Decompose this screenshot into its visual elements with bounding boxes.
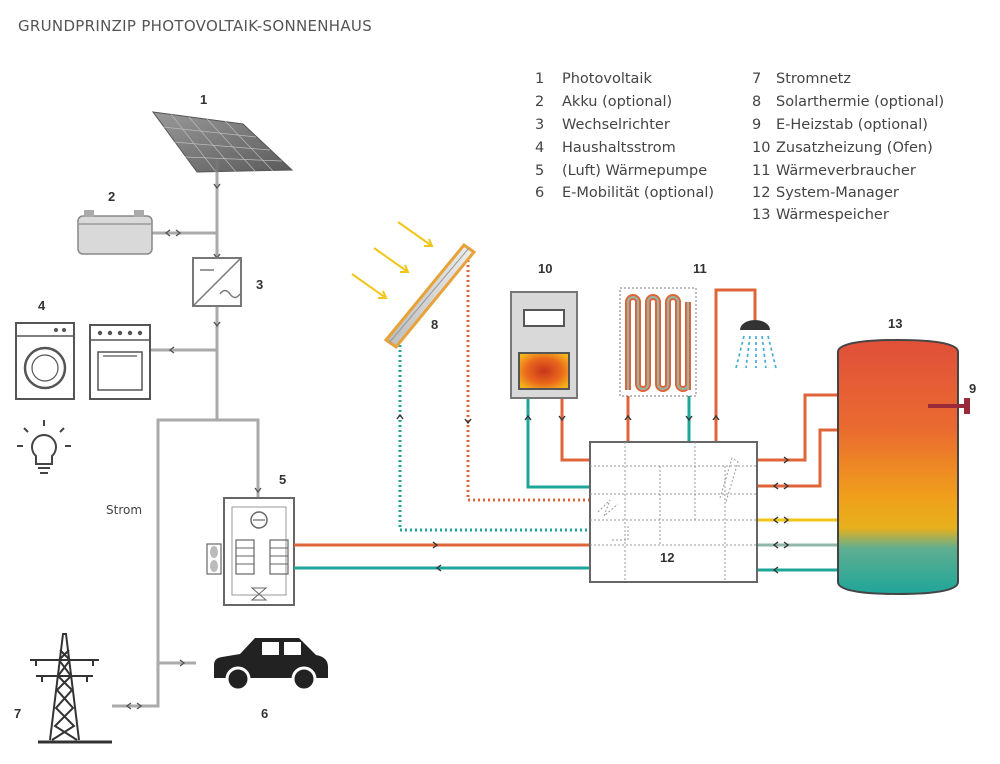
svg-text:5: 5 — [535, 163, 544, 179]
legend-item: 3 Wechselrichter — [535, 117, 670, 133]
pipe-tank-top — [757, 393, 838, 462]
oven-icon — [89, 324, 151, 400]
label-9: 9 — [969, 381, 976, 396]
label-11: 11 — [693, 261, 707, 276]
svg-text:E-Mobilität (optional): E-Mobilität (optional) — [562, 185, 714, 201]
label-3: 3 — [256, 277, 263, 292]
fan-icon — [206, 543, 222, 575]
electric-arrows — [125, 183, 262, 710]
svg-text:2: 2 — [535, 94, 544, 110]
label-13: 13 — [888, 316, 902, 331]
legend-item: 13 Wärmespeicher — [752, 207, 889, 223]
legend-item: 6 E-Mobilität (optional) — [535, 185, 714, 201]
washing-machine-icon — [15, 322, 75, 400]
legend-item: 9 E-Heizstab (optional) — [752, 117, 928, 133]
solar-panel-icon — [151, 111, 294, 173]
legend-item: 8 Solarthermie (optional) — [752, 94, 944, 110]
svg-text:1: 1 — [535, 71, 544, 87]
svg-text:10: 10 — [752, 140, 770, 156]
strom-label: Strom — [106, 503, 142, 517]
heat-storage-tank-icon — [837, 338, 959, 596]
svg-text:Haushaltsstrom: Haushaltsstrom — [562, 140, 676, 156]
legend-item: 4 Haushaltsstrom — [535, 140, 676, 156]
legend: 1 Photovoltaik 2 Akku (optional) 3 Wechselr… — [535, 71, 944, 223]
sun-rays — [351, 221, 434, 299]
svg-text:9: 9 — [752, 117, 761, 133]
heating-rod-icon — [928, 398, 970, 414]
pipe-solar-supply — [466, 255, 590, 502]
heat-pump-icon — [206, 497, 295, 606]
light-bulb-icon — [17, 420, 71, 474]
stove-icon — [510, 291, 578, 399]
svg-text:7: 7 — [752, 71, 761, 87]
power-pylon-icon — [30, 633, 112, 744]
car-icon — [214, 638, 328, 692]
radiator-icon — [619, 287, 697, 397]
svg-text:Wärmeverbraucher: Wärmeverbraucher — [776, 163, 916, 179]
label-5: 5 — [279, 472, 286, 487]
tank-pipe-arrows — [772, 456, 790, 574]
legend-item: 11 Wärmeverbraucher — [752, 163, 916, 179]
svg-text:Zusatzheizung (Ofen): Zusatzheizung (Ofen) — [776, 140, 933, 156]
svg-text:Wechselrichter: Wechselrichter — [562, 117, 670, 133]
svg-text:3: 3 — [535, 117, 544, 133]
label-10: 10 — [538, 261, 552, 276]
svg-text:System-Manager: System-Manager — [776, 185, 899, 201]
page-title: GRUNDPRINZIP PHOTOVOLTAIK-SONNENHAUS — [18, 17, 372, 35]
svg-text:Stromnetz: Stromnetz — [776, 71, 851, 87]
svg-text:11: 11 — [752, 163, 770, 179]
pipe-solar-return — [398, 345, 590, 532]
solar-collector-icon — [383, 242, 477, 350]
label-2: 2 — [108, 189, 115, 204]
svg-text:Photovoltaik: Photovoltaik — [562, 71, 652, 87]
svg-text:6: 6 — [535, 185, 544, 201]
legend-item: 2 Akku (optional) — [535, 94, 672, 110]
svg-text:Solarthermie (optional): Solarthermie (optional) — [776, 94, 944, 110]
label-1: 1 — [200, 92, 207, 107]
pipe-shower-supply — [714, 288, 757, 442]
inverter-icon — [192, 257, 242, 307]
pipe-tank-upper — [757, 428, 838, 488]
legend-item: 1 Photovoltaik — [535, 71, 652, 87]
label-7: 7 — [14, 706, 21, 721]
label-4: 4 — [38, 298, 46, 313]
svg-text:Akku (optional): Akku (optional) — [562, 94, 672, 110]
legend-item: 10 Zusatzheizung (Ofen) — [752, 140, 933, 156]
svg-text:Wärmespeicher: Wärmespeicher — [776, 207, 889, 223]
battery-icon — [77, 210, 153, 255]
system-manager-icon — [589, 441, 758, 583]
label-6: 6 — [261, 706, 268, 721]
pipe-stove-supply — [560, 398, 590, 462]
svg-text:8: 8 — [752, 94, 761, 110]
label-12: 12 — [660, 550, 674, 565]
svg-text:13: 13 — [752, 207, 770, 223]
pipe-stove-return — [526, 398, 590, 489]
legend-item: 7 Stromnetz — [752, 71, 851, 87]
svg-text:4: 4 — [535, 140, 544, 156]
label-8: 8 — [431, 317, 438, 332]
svg-text:12: 12 — [752, 185, 770, 201]
svg-text:E-Heizstab (optional): E-Heizstab (optional) — [776, 117, 928, 133]
legend-item: 5 (Luft) Wärmepumpe — [535, 163, 707, 179]
svg-text:(Luft) Wärmepumpe: (Luft) Wärmepumpe — [562, 163, 707, 179]
shower-icon — [735, 320, 777, 369]
legend-item: 12 System-Manager — [752, 185, 899, 201]
